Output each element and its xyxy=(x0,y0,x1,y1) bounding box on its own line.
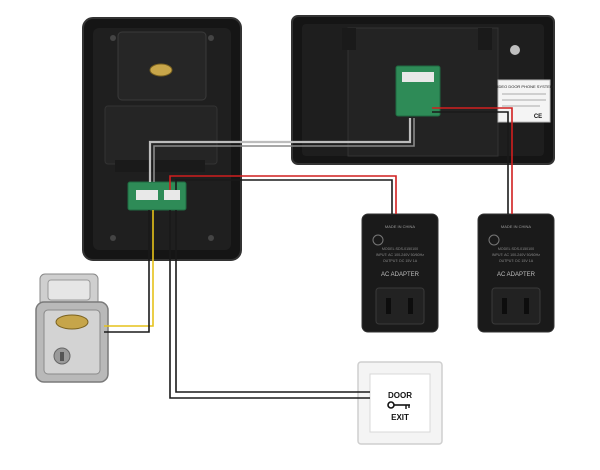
wires xyxy=(104,107,513,399)
monitor-spec-label xyxy=(497,79,551,123)
wire-camera-to-lock-black xyxy=(104,210,150,333)
ac-adapter-2: MADE IN CHINA MODEL:SDS-0150100 INPUT: A… xyxy=(477,213,555,333)
wire-camera-to-monitor-white xyxy=(148,118,412,182)
adapter-1-plug xyxy=(375,287,425,325)
wire-camera-to-monitor-gray xyxy=(153,118,415,182)
key-icon xyxy=(387,401,410,409)
wire-camera-to-exit-black-1 xyxy=(175,210,370,393)
electric-lock xyxy=(35,273,109,383)
wire-camera-to-lock-yellow xyxy=(104,210,154,327)
adapter-1-title: AC ADAPTER xyxy=(381,272,420,278)
outdoor-camera-unit xyxy=(82,17,242,261)
monitor-label-title: VIDEO DOOR PHONE SYSTEM xyxy=(495,84,553,89)
monitor-label-marks: CE xyxy=(534,114,542,120)
adapter-1-made-in: MADE IN CHINA xyxy=(385,224,416,229)
wire-camera-to-adapter1-red xyxy=(169,175,397,214)
brand-badge xyxy=(149,63,173,77)
adapter-2-output: OUTPUT: DC 15V 1A xyxy=(499,259,534,263)
ac-adapter-1: MADE IN CHINA MODEL:SDS-0150100 INPUT: A… xyxy=(361,213,439,333)
wire-monitor-to-adapter2-black xyxy=(432,111,509,214)
wire-camera-to-adapter1-black xyxy=(175,179,393,214)
adapter-1-input: INPUT: AC 100-240V 50/60Hz xyxy=(376,253,424,257)
adapter-2-model: MODEL:SDS-0150100 xyxy=(498,247,534,251)
wire-monitor-to-adapter2-red xyxy=(432,107,513,214)
adapter-2-input: INPUT: AC 100-240V 50/60Hz xyxy=(492,253,540,257)
exit-button-line1: DOOR xyxy=(388,391,412,400)
wire-camera-to-exit-black-2 xyxy=(169,210,370,399)
indoor-monitor: VIDEO DOOR PHONE SYSTEM CE xyxy=(291,15,555,165)
exit-button-line2: EXIT xyxy=(391,413,409,422)
adapter-2-title: AC ADAPTER xyxy=(497,272,536,278)
adapter-1-output: OUTPUT: DC 15V 1A xyxy=(383,259,418,263)
adapter-1-model: MODEL:SDS-0150100 xyxy=(382,247,418,251)
adapter-2-plug xyxy=(491,287,541,325)
door-exit-button: DOOR EXIT xyxy=(357,361,443,445)
adapter-2-made-in: MADE IN CHINA xyxy=(501,224,532,229)
